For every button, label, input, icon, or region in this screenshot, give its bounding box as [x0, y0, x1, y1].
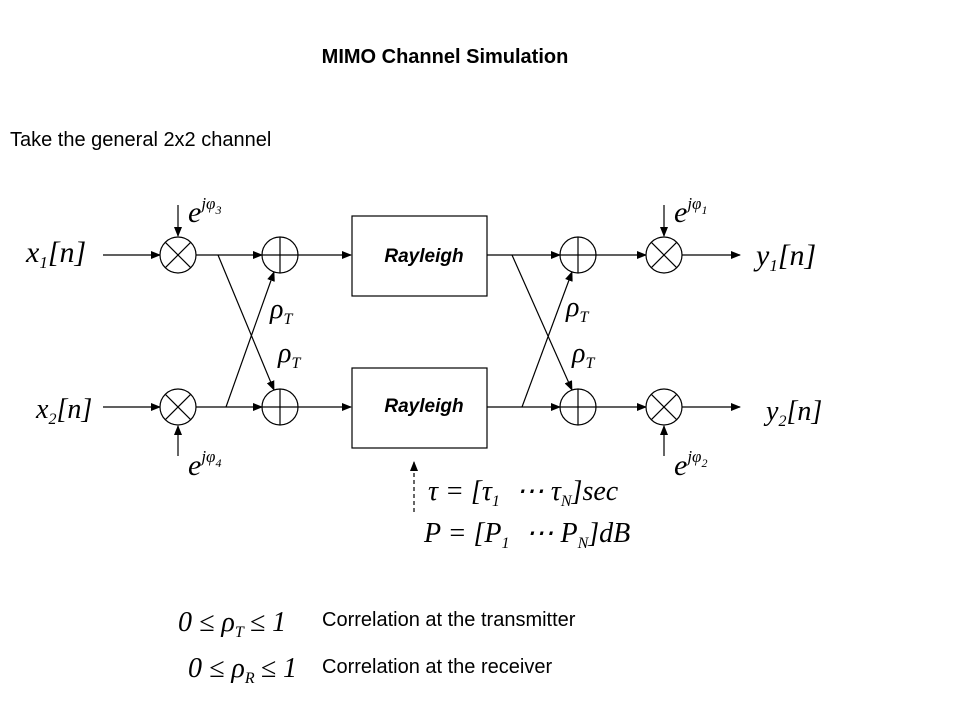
rayleigh-block-lower: Rayleigh: [351, 367, 488, 449]
multiplier-rx-top: [645, 236, 683, 274]
rayleigh-block-upper: Rayleigh: [351, 215, 488, 297]
delay-equation: τ = [τ1⋯ τN]sec: [428, 476, 619, 510]
phase-label-4: ejφ4: [188, 447, 221, 482]
rx-correlation-text: Correlation at the receiver: [322, 656, 553, 678]
adder-tx-top: [261, 236, 299, 274]
adder-tx-bottom: [261, 388, 299, 426]
rayleigh-label-upper: Rayleigh: [384, 246, 463, 267]
page-title: MIMO Channel Simulation: [321, 46, 569, 68]
phase-label-1: ejφ1: [674, 194, 707, 229]
adder-rx-top: [559, 236, 597, 274]
tx-correlation-text: Correlation at the transmitter: [322, 609, 576, 631]
multiplier-tx-top: [159, 236, 197, 274]
intro-text: Take the general 2x2 channel: [10, 129, 272, 151]
multiplier-rx-bottom: [645, 388, 683, 426]
tx-cross-down-line: [217, 254, 275, 391]
rx-cross-up-line: [521, 271, 573, 408]
signal-paths: [103, 205, 741, 512]
phase-label-3: ejφ3: [188, 194, 221, 229]
rx-correlation-bound: 0 ≤ ρR≤ 1: [188, 653, 297, 687]
rx-cross-down-line: [511, 254, 573, 391]
rayleigh-label-lower: Rayleigh: [384, 396, 463, 417]
output-y2-label: y2[n]: [763, 396, 822, 430]
phase-label-2: ejφ2: [674, 447, 707, 482]
adder-rx-bottom: [559, 388, 597, 426]
tx-cross-up-line: [225, 271, 275, 408]
input-x1-label: x1[n]: [25, 236, 86, 272]
rho-t-label-rx-lower: ρT: [571, 338, 595, 372]
power-equation: P = [P1⋯ PN]dB: [423, 518, 630, 552]
rho-t-label-tx-upper: ρT: [269, 294, 293, 328]
rho-t-label-tx-lower: ρT: [277, 338, 301, 372]
input-x2-label: x2[n]: [35, 394, 92, 428]
output-y1-label: y1[n]: [753, 239, 816, 275]
multiplier-tx-bottom: [159, 388, 197, 426]
tx-correlation-bound: 0 ≤ ρT≤ 1: [178, 607, 286, 641]
rho-t-label-rx-upper: ρT: [565, 292, 589, 326]
